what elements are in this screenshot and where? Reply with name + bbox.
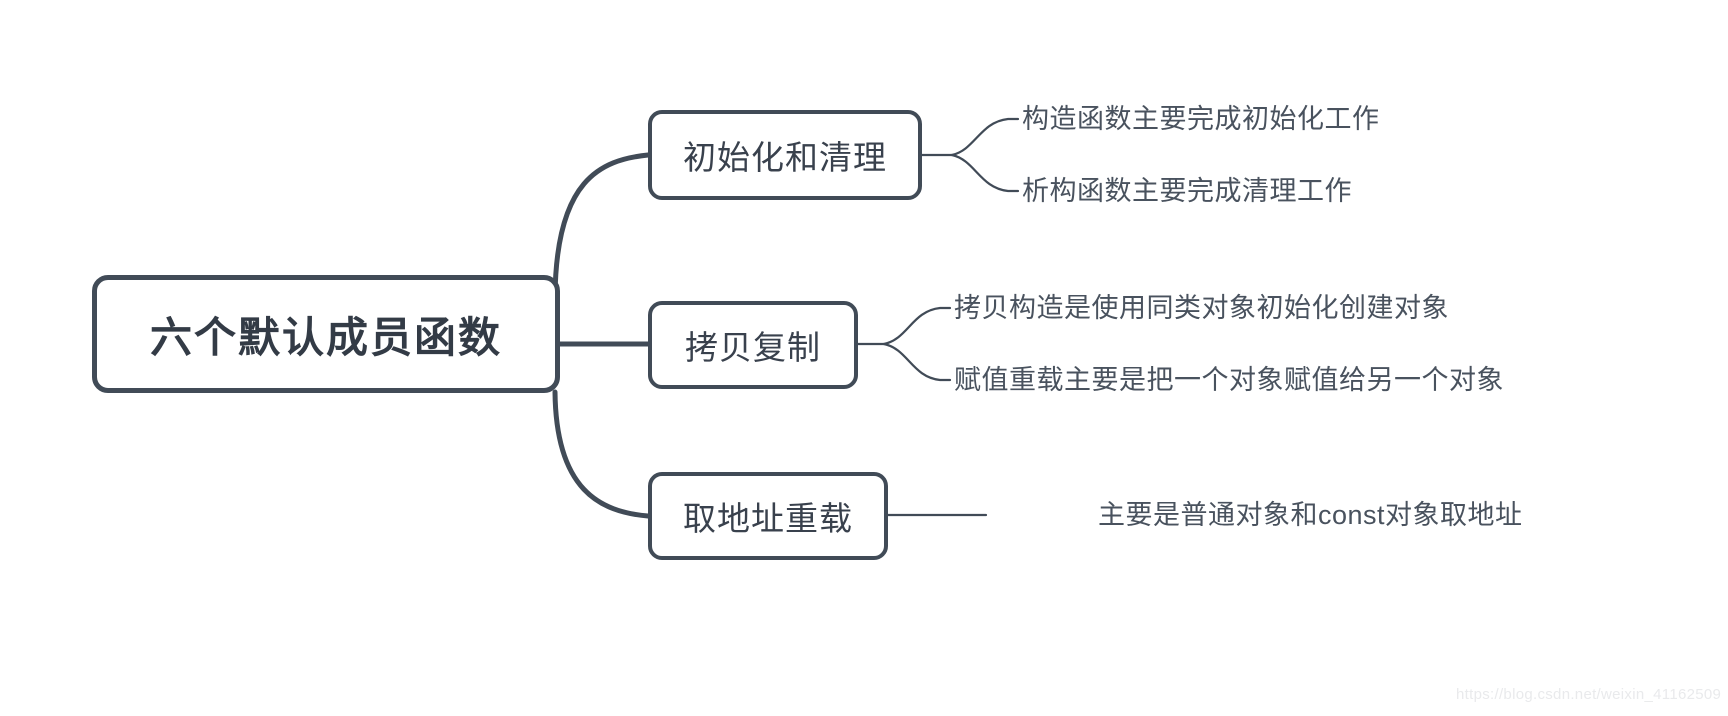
link-root-to-branch-3 (552, 389, 651, 519)
leaf-label-1-2: 析构函数主要完成清理工作 (1022, 176, 1352, 206)
branch-node-3-label: 取地址重载 (683, 500, 853, 537)
link-branch-2-leaf-2 (882, 342, 952, 382)
leaf-label-3-1: 主要是普通对象和const对象取地址 (1098, 500, 1523, 530)
branch-node-2-label: 拷贝复制 (685, 329, 821, 366)
watermark: https://blog.csdn.net/weixin_41162509 (1456, 686, 1722, 703)
branch-node-1-label: 初始化和清理 (683, 139, 887, 176)
branch-node-2[interactable]: 拷贝复制 (648, 301, 858, 389)
branch-node-1[interactable]: 初始化和清理 (648, 110, 922, 200)
root-node[interactable]: 六个默认成员函数 (92, 275, 560, 393)
root-node-label: 六个默认成员函数 (149, 313, 502, 361)
link-branch-1-leaf-2 (950, 153, 1020, 193)
branch-node-3[interactable]: 取地址重载 (648, 472, 888, 560)
leaf-label-1-1: 构造函数主要完成初始化工作 (1022, 104, 1380, 134)
link-branch-1-leaf-1 (950, 117, 1020, 157)
leaf-label-2-1: 拷贝构造是使用同类对象初始化创建对象 (954, 293, 1449, 323)
link-root-to-branch-1 (552, 152, 651, 300)
link-branch-2-leaf-1 (882, 306, 952, 346)
leaf-label-2-2: 赋值重载主要是把一个对象赋值给另一个对象 (954, 365, 1504, 395)
